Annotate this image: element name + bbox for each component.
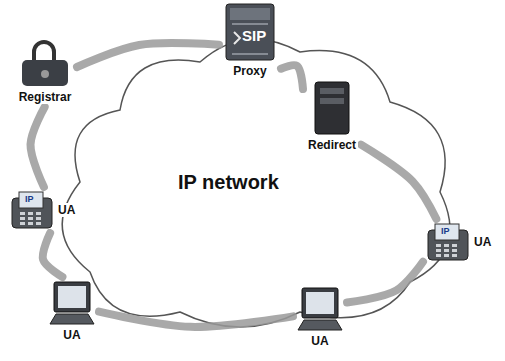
device-icon (48, 280, 96, 326)
proxy-server: SIP Proxy (222, 2, 278, 78)
network-cloud (62, 39, 450, 327)
network-label: IP network (178, 172, 279, 192)
ring-link (281, 65, 303, 89)
redirect-server: Redirect (306, 80, 358, 152)
user-agent-pc: UA (296, 286, 344, 348)
ring-link (30, 107, 44, 187)
device-label: UA (309, 334, 330, 348)
device-drawing (296, 286, 344, 332)
device-icon (312, 80, 352, 136)
ring-link (43, 233, 63, 277)
device-icon (296, 286, 344, 332)
protocol-mark: SIP (242, 28, 266, 43)
ring-link (361, 145, 436, 219)
device-label: Proxy (231, 64, 268, 78)
device-icon: SIP (222, 2, 278, 62)
device-drawing (16, 40, 74, 88)
device-label: Redirect (306, 138, 358, 152)
screen-mark: IP (441, 227, 450, 236)
user-agent-pc: UA (48, 280, 96, 342)
ring-link (347, 262, 423, 303)
registrar-server: Registrar (16, 40, 74, 104)
device-drawing (312, 80, 352, 136)
device-label: Registrar (17, 90, 74, 104)
device-label: UA (61, 328, 82, 342)
ring-link (77, 43, 219, 67)
device-label: UA (472, 235, 493, 249)
device-icon: IP (426, 222, 470, 262)
device-icon: IP (10, 190, 54, 230)
ring-link (99, 312, 293, 327)
device-drawing (48, 280, 96, 326)
user-agent-phone: IP UA (10, 190, 77, 230)
screen-mark: IP (25, 195, 34, 204)
device-label: UA (56, 203, 77, 217)
user-agent-phone: IP UA (426, 222, 493, 262)
device-icon (16, 40, 74, 88)
